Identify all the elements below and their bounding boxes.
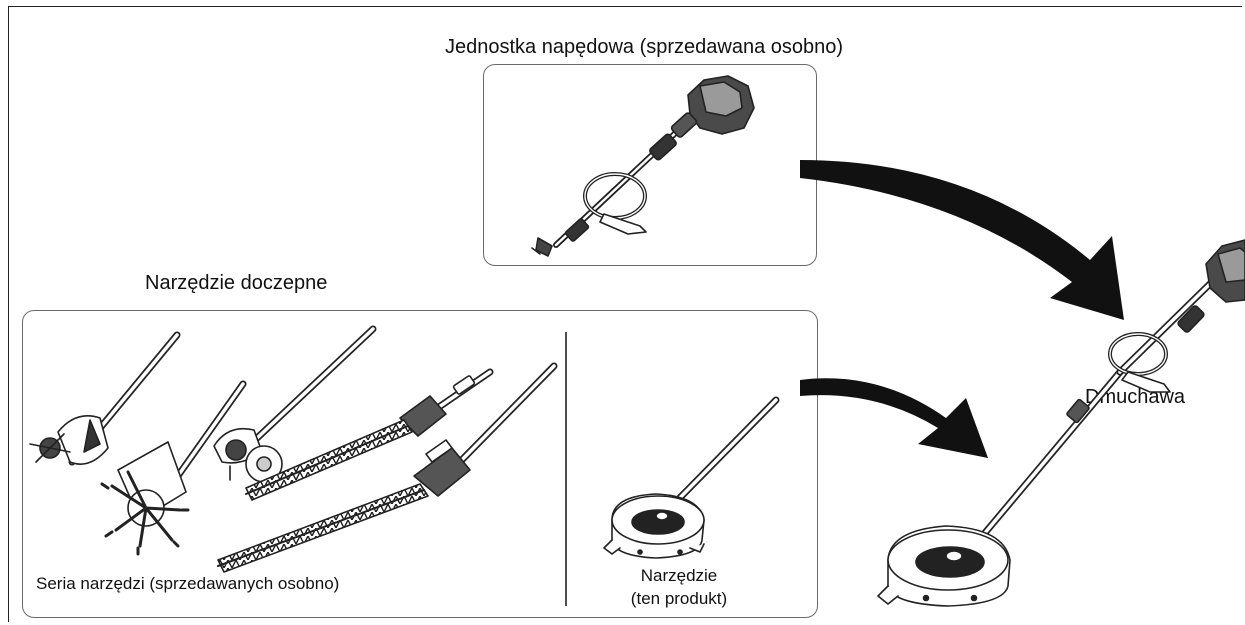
attachments-title: Narzędzie doczepne	[145, 272, 327, 295]
this-product-caption-line1: Narzędzie	[641, 566, 718, 586]
this-product-caption-line2: (ten produkt)	[631, 589, 727, 609]
series-caption: Seria narzędzi (sprzedawanych osobno)	[36, 574, 339, 594]
power-unit-title: Jednostka napędowa (sprzedawana osobno)	[445, 36, 843, 59]
blower-label: Dmuchawa	[1085, 386, 1185, 409]
power-unit-box	[483, 64, 817, 266]
